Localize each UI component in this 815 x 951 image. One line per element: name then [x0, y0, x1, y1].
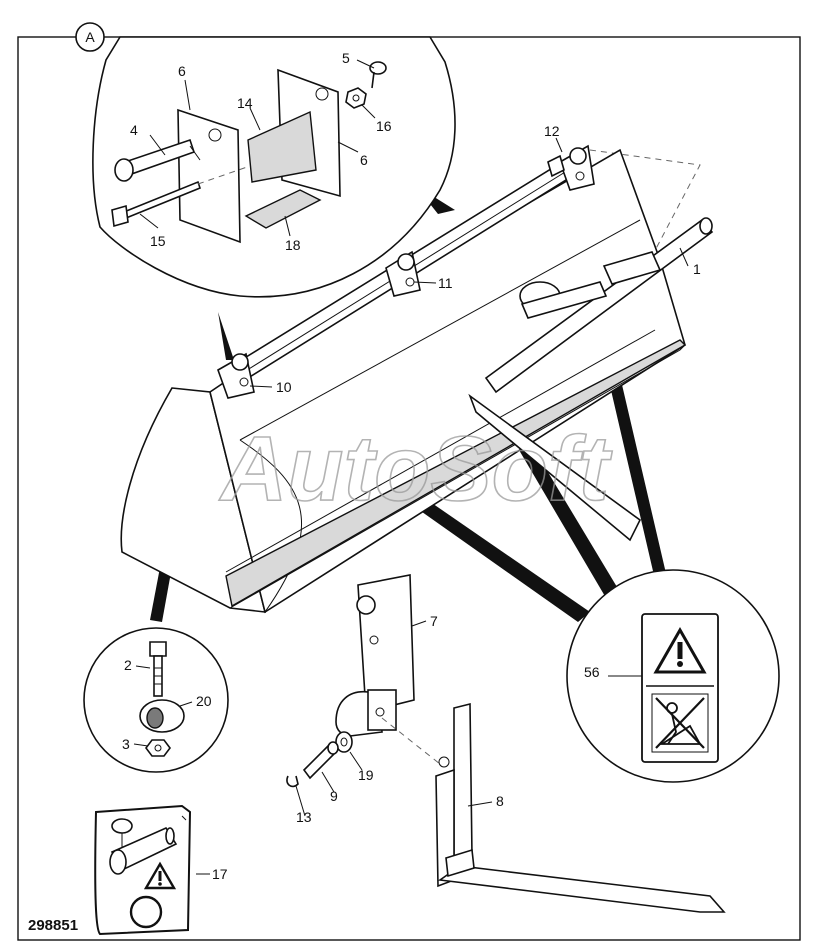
callout-2: 2 [124, 657, 132, 673]
callout-17: 17 [212, 866, 228, 882]
callout-56: 56 [584, 664, 600, 680]
bracket-11 [385, 250, 421, 297]
pin-4 [114, 138, 201, 182]
collar-20 [139, 699, 185, 733]
callout-8: 8 [496, 793, 504, 809]
pin-9 [302, 741, 339, 780]
figure-number: 298851 [28, 917, 78, 934]
callout-6b: 6 [360, 152, 368, 168]
bracket-12 [547, 144, 595, 191]
bolt-15 [111, 165, 251, 228]
bucket [120, 137, 714, 614]
view-label: A [75, 22, 105, 52]
circle-mark-icon [129, 895, 163, 929]
callout-11: 11 [438, 275, 453, 291]
clip-13 [286, 775, 299, 788]
bolt-2 [149, 641, 167, 697]
clip-5 [369, 61, 387, 89]
fork-tine-main [468, 393, 642, 542]
fork-bracket-7 [335, 574, 415, 737]
callout-7: 7 [430, 613, 438, 629]
callout-3: 3 [122, 736, 130, 752]
spacer [247, 110, 317, 183]
detail-decal [566, 569, 780, 783]
view-label-text: A [85, 29, 95, 45]
callout-1: 1 [693, 261, 701, 277]
callout-20: 20 [196, 693, 212, 709]
no-standing-icon [651, 693, 709, 753]
nut-16 [345, 87, 367, 109]
callout-5: 5 [342, 50, 350, 66]
callout-15: 15 [150, 233, 166, 249]
bracket-10 [217, 352, 255, 399]
callout-10: 10 [276, 379, 292, 395]
decal-56 [641, 613, 719, 763]
callout-4: 4 [130, 122, 138, 138]
warning-triangle-icon [653, 626, 707, 674]
shim [244, 189, 322, 229]
fork-assembly [286, 574, 726, 913]
watermark: AutoSoft [219, 418, 613, 520]
pin-decal-icon [109, 818, 178, 875]
callout-6a: 6 [178, 63, 186, 79]
cross-shaft [484, 217, 714, 394]
detail-bolt-collar [83, 627, 229, 773]
cutting-edge [225, 339, 687, 608]
detail-view-a [92, 36, 456, 298]
fork-8 [435, 702, 726, 913]
callout-9: 9 [330, 788, 338, 804]
nut-3 [145, 739, 171, 757]
callout-12: 12 [544, 123, 560, 139]
callout-13: 13 [296, 809, 312, 825]
washer-19 [335, 731, 353, 753]
decal-17 [94, 804, 210, 936]
callout-14: 14 [237, 95, 253, 111]
callout-labels: 6 5 14 16 4 6 15 18 12 1 11 10 7 56 2 20… [122, 50, 701, 882]
callout-16: 16 [376, 118, 392, 134]
bucket-side-left [120, 387, 267, 613]
side-plate-left [177, 108, 241, 244]
callout-19: 19 [358, 767, 374, 783]
callout-18: 18 [285, 237, 301, 253]
small-warning-icon [143, 861, 177, 890]
